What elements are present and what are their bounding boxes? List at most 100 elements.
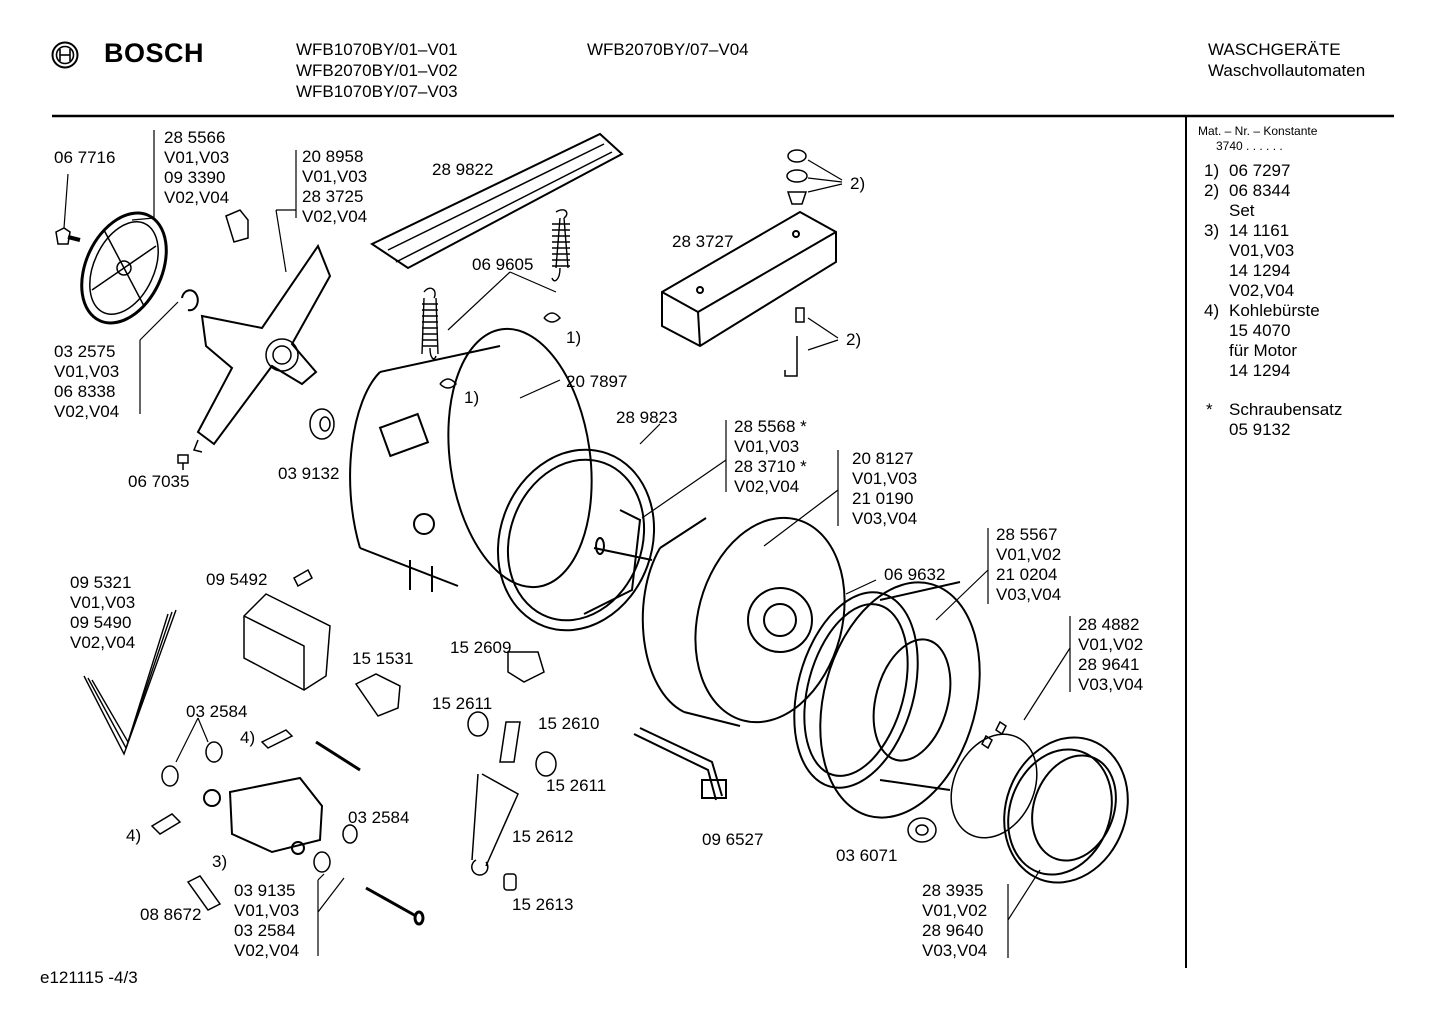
part-number-label: 06 7035 bbox=[128, 472, 190, 491]
note-line: V02,V04 bbox=[1229, 281, 1295, 300]
part-number-label: 28 5566 bbox=[164, 128, 226, 147]
brand-name: BOSCH bbox=[104, 38, 205, 68]
bolt-part bbox=[784, 307, 805, 377]
seal-ring-part bbox=[496, 448, 656, 632]
drive-belt-part bbox=[83, 609, 177, 756]
model-list-2: WFB2070BY/07–V04 bbox=[587, 40, 749, 61]
part-number-label: 09 5321 bbox=[70, 573, 132, 592]
variant-label: V03,V04 bbox=[922, 941, 988, 960]
part-number-label: 28 9641 bbox=[1078, 655, 1140, 674]
clip-part bbox=[225, 209, 249, 243]
variant-label: V03,V04 bbox=[1078, 675, 1144, 694]
nut-part bbox=[313, 851, 331, 873]
control-board-part bbox=[243, 593, 331, 691]
ring-part bbox=[181, 289, 199, 312]
cross-brace-part bbox=[369, 132, 624, 270]
inner-seal-part bbox=[793, 591, 919, 789]
variant-label: V03,V04 bbox=[852, 509, 918, 528]
note-key: 4) bbox=[1204, 301, 1220, 320]
part-number-label: 09 6527 bbox=[702, 830, 764, 849]
clip-part bbox=[439, 378, 458, 389]
bearing-part bbox=[309, 408, 335, 440]
note-key: * bbox=[1206, 400, 1213, 419]
nut-part bbox=[205, 741, 223, 763]
footnote-marker: 4) bbox=[126, 826, 142, 845]
part-number-label: 03 9135 bbox=[234, 881, 296, 900]
bosch-logo-icon bbox=[51, 41, 79, 69]
note-line: 14 1294 bbox=[1229, 261, 1291, 280]
variant-label: V02,V04 bbox=[234, 941, 300, 960]
foot-part bbox=[907, 817, 937, 843]
part-number-label: 28 4882 bbox=[1078, 615, 1140, 634]
part-number-label: 03 2584 bbox=[234, 921, 296, 940]
part-number-label: 15 2610 bbox=[538, 714, 600, 733]
pulley-wheel-part bbox=[80, 211, 168, 325]
switch-part bbox=[354, 673, 401, 717]
part-number-label: 06 9605 bbox=[472, 255, 534, 274]
variant-label: V01,V03 bbox=[164, 148, 230, 167]
cable-part bbox=[315, 740, 361, 772]
part-number-label: 03 2584 bbox=[348, 808, 410, 827]
note-key: 1) bbox=[1204, 161, 1220, 180]
counterweight-part bbox=[661, 210, 837, 348]
variant-label: V02,V04 bbox=[70, 633, 136, 652]
note-line: Kohlebürste bbox=[1229, 301, 1320, 320]
part-number-label: 06 7716 bbox=[54, 148, 116, 167]
note-line: V01,V03 bbox=[1229, 241, 1295, 260]
part-number-label: 28 5567 bbox=[996, 525, 1058, 544]
spring-part bbox=[421, 287, 439, 360]
note-line: 06 7297 bbox=[1229, 161, 1291, 180]
part-number-group: 03 2575 V01,V03 06 8338 V02,V04 bbox=[54, 342, 119, 422]
part-number-label: 21 0190 bbox=[852, 489, 914, 508]
tub-rear-part bbox=[349, 327, 593, 592]
part-number-group: 28 5568 * V01,V03 28 3710 * V02,V04 bbox=[734, 417, 807, 497]
variant-label: V02,V04 bbox=[54, 402, 120, 421]
part-number-label: 15 2611 bbox=[546, 776, 607, 795]
tension-spring-part bbox=[471, 773, 519, 876]
clamp-ring-part bbox=[950, 733, 1038, 839]
strip-part bbox=[499, 721, 521, 763]
variant-label: V01,V03 bbox=[302, 167, 368, 186]
footnote-marker: 4) bbox=[240, 728, 256, 747]
part-number-group: 20 8127 V01,V03 21 0190 V03,V04 bbox=[852, 449, 917, 529]
part-number-label: 21 0204 bbox=[996, 565, 1058, 584]
variant-label: V01,V03 bbox=[852, 469, 918, 488]
footnote-marker: 1) bbox=[464, 388, 480, 407]
part-number-label: 09 5492 bbox=[206, 570, 268, 589]
note-key: 2) bbox=[1204, 181, 1220, 200]
part-number-label: 15 2609 bbox=[450, 638, 512, 657]
category-title: WASCHGERÄTE bbox=[1208, 40, 1341, 59]
note-line: 14 1294 bbox=[1229, 361, 1291, 380]
capacitor-part bbox=[186, 875, 222, 911]
part-number-label: 20 8127 bbox=[852, 449, 914, 468]
note-line: 05 9132 bbox=[1229, 420, 1291, 439]
note-key: 3) bbox=[1204, 221, 1220, 240]
ring-part bbox=[467, 711, 489, 737]
nut-part bbox=[786, 149, 808, 205]
part-number-group: 28 5566 V01,V03 09 3390 V02,V04 bbox=[164, 128, 229, 208]
model-number: WFB2070BY/07–V04 bbox=[587, 40, 749, 59]
heater-element-part bbox=[633, 727, 727, 801]
part-number-label: 28 3710 * bbox=[734, 457, 807, 476]
part-number-label: 03 2584 bbox=[186, 702, 248, 721]
part-number-label: 28 5568 * bbox=[734, 417, 807, 436]
pin-part bbox=[503, 873, 517, 891]
model-number: WFB1070BY/07–V03 bbox=[296, 82, 458, 101]
footnote-marker: 3) bbox=[212, 852, 228, 871]
part-number-label: 28 3727 bbox=[672, 232, 734, 251]
clip-part bbox=[543, 312, 562, 323]
spring-part bbox=[551, 209, 570, 282]
part-number-group: 28 5567 V01,V02 21 0204 V03,V04 bbox=[996, 525, 1061, 605]
leader-lines bbox=[63, 130, 1071, 958]
side-panel-constant: 3740 . . . . . . bbox=[1216, 139, 1283, 153]
hook-part bbox=[981, 720, 1007, 750]
part-number-label: 20 7897 bbox=[566, 372, 628, 391]
variant-label: V01,V03 bbox=[54, 362, 120, 381]
footnote-marker: 2) bbox=[846, 330, 862, 349]
footnote-marker: 2) bbox=[850, 174, 866, 193]
part-number-label: 15 2611 bbox=[432, 694, 493, 713]
model-list-1: WFB1070BY/01–V01 WFB2070BY/01–V02 WFB107… bbox=[296, 40, 458, 103]
variant-label: V01,V02 bbox=[996, 545, 1062, 564]
motor-part bbox=[203, 776, 324, 855]
